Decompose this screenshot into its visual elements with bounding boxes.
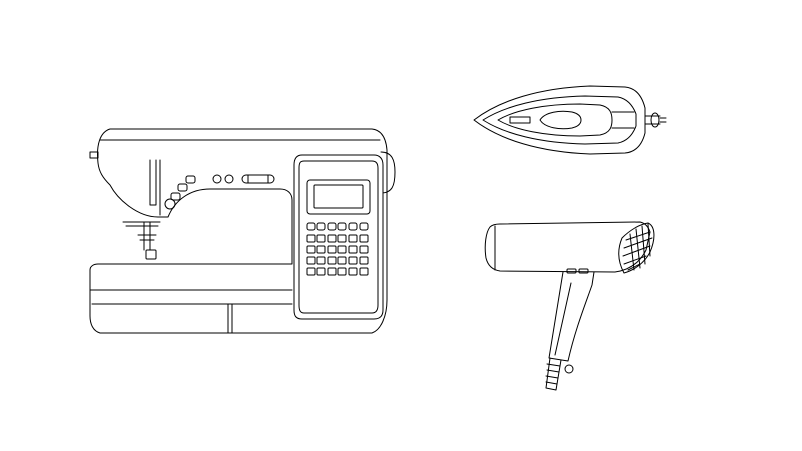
hair-dryer-icon	[484, 221, 655, 391]
grille-mesh	[622, 223, 653, 271]
keypad	[306, 222, 369, 276]
sewing-machine-icon	[89, 128, 396, 334]
iron-icon	[473, 85, 667, 155]
